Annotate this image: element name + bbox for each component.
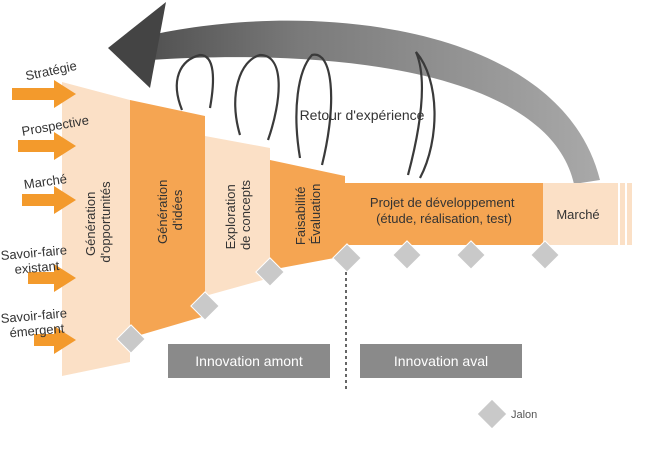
input-arrow-prospective (18, 132, 76, 160)
milestones (116, 240, 560, 354)
stage-marche (543, 183, 613, 245)
milestone (530, 240, 560, 270)
feedback-label: Retour d'expérience (300, 107, 425, 123)
milestone (332, 243, 362, 273)
phase-bar-aval (360, 344, 522, 378)
stage-generation-opportunites (62, 82, 130, 376)
input-arrow-marche (22, 186, 76, 214)
input-arrow-strategie (12, 80, 76, 108)
input-label-savoir-emergent-line1: Savoir-faire (0, 305, 68, 326)
stage-faisabilite (270, 160, 345, 270)
stage-label-exploration: Exploration de concepts (223, 179, 253, 250)
phase-bars: Innovation amont Innovation aval (168, 344, 522, 378)
stage-label-projet: Projet de développement (étude, réalisat… (370, 195, 518, 226)
input-label-savoir-existant: Savoir-faire existant (0, 242, 72, 278)
input-label-savoir-existant-line1: Savoir-faire (0, 242, 68, 263)
phase-label-aval: Innovation aval (394, 353, 488, 369)
milestone (255, 257, 285, 287)
milestone (392, 240, 422, 270)
input-label-marche: Marché (23, 171, 68, 192)
phase-bar-amont (168, 344, 330, 378)
funnel (62, 82, 632, 376)
input-label-savoir-existant-line2: existant (14, 258, 60, 277)
feedback-curves (175, 51, 436, 179)
feedback-arrow (108, 2, 600, 184)
stage-label-faisabilite: Faisabilité Évaluation (293, 183, 323, 245)
input-label-savoir-emergent-line2: émergent (9, 321, 65, 341)
input-label-savoir-emergent: Savoir-faire émergent (0, 305, 72, 341)
stage-projet (345, 183, 543, 245)
stage-label-opportunites: Génération d'opportunités (83, 181, 113, 263)
stage-labels: Génération d'opportunités Génération d'i… (83, 176, 600, 263)
stage-exploration-concepts (205, 136, 270, 296)
market-bars (613, 183, 632, 245)
stage-generation-idees (130, 100, 205, 338)
input-arrow-savoir-emergent (34, 326, 76, 354)
stage-label-marche: Marché (556, 207, 599, 222)
milestone (190, 291, 220, 321)
legend: Jalon (477, 399, 537, 429)
legend-jalon-label: Jalon (511, 409, 537, 421)
milestone (456, 240, 486, 270)
input-arrow-savoir-existant (28, 264, 76, 292)
input-label-strategie: Stratégie (24, 58, 78, 83)
legend-jalon-icon (477, 399, 507, 429)
stage-label-idees: Génération d'idées (155, 176, 185, 244)
phase-label-amont: Innovation amont (195, 353, 303, 369)
milestone (116, 324, 146, 354)
input-arrows (12, 80, 76, 354)
